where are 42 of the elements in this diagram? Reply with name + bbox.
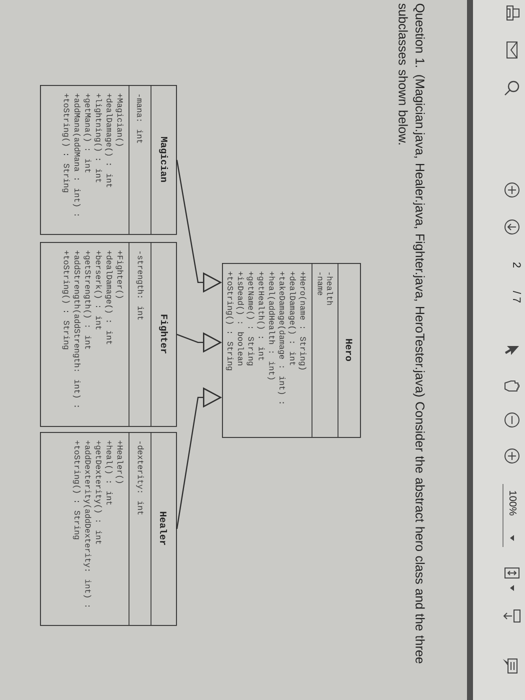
method-text: +toString() : String (62, 250, 70, 350)
zoom-level-field: 100% (502, 484, 517, 548)
method-text: +isDead() : boolean (236, 272, 244, 366)
method-text: +addStrength(addStrength: int) : (72, 250, 80, 407)
class-box (40, 84, 177, 235)
class-name: Hero (346, 339, 352, 362)
method-text: +lightning() : int (94, 94, 102, 182)
method-text: +getHealth() : int (257, 272, 265, 360)
class-name: Fighter (159, 314, 168, 354)
class-name: Magician (159, 137, 168, 182)
attribute-text: -mana: int (137, 94, 143, 144)
page-number: 2 (513, 262, 521, 268)
attribute-text: -strength: int (136, 252, 144, 320)
method-text: +toString() : String (62, 94, 70, 192)
method-text: +Healer() (116, 440, 124, 483)
class-name: Healer (160, 512, 167, 546)
attribute-text: -name (318, 272, 322, 296)
method-text: +Hero(name : String) (298, 272, 306, 370)
attribute-text: -health (327, 272, 333, 305)
class-box (40, 432, 177, 626)
method-text: +addDexterity(addDexterity: int) : (84, 440, 92, 606)
method-text: +getName() : String (246, 272, 254, 366)
class-box (40, 242, 177, 427)
method-text: +heal(addHealth : int) (267, 272, 276, 380)
method-text: +addMana(addMana : int) : (72, 94, 80, 216)
method-text: +toString() : String (72, 440, 80, 540)
class-box (222, 262, 361, 438)
method-text: +Magician() (116, 94, 124, 146)
method-text: +Fighter() (116, 250, 124, 298)
attribute-text: -dexterity: int (136, 442, 144, 515)
question-text: Question 1. (Magician.java, Healer.java, Fighter.java, HeroTester.java) Consider the abstract hero class and the three subclasses shown below. (398, 4, 425, 664)
method-text: +getStrength() : int (84, 250, 92, 350)
method-text: +toString() : String (226, 272, 234, 370)
method-text: +getDexterity() : int (94, 440, 102, 544)
page-count: / 7 (512, 290, 522, 303)
method-text: +dealDamage() : int (104, 250, 113, 344)
method-text: +dealDamage() : int (104, 94, 113, 188)
method-text: +berserk() : int (94, 250, 102, 330)
method-text: +takeDamage(damage : int) : (278, 272, 286, 404)
method-text: +heal() : int (104, 440, 113, 505)
method-text: +getMana() : int (84, 94, 92, 172)
method-text: +dealDamage() : int (288, 272, 296, 366)
